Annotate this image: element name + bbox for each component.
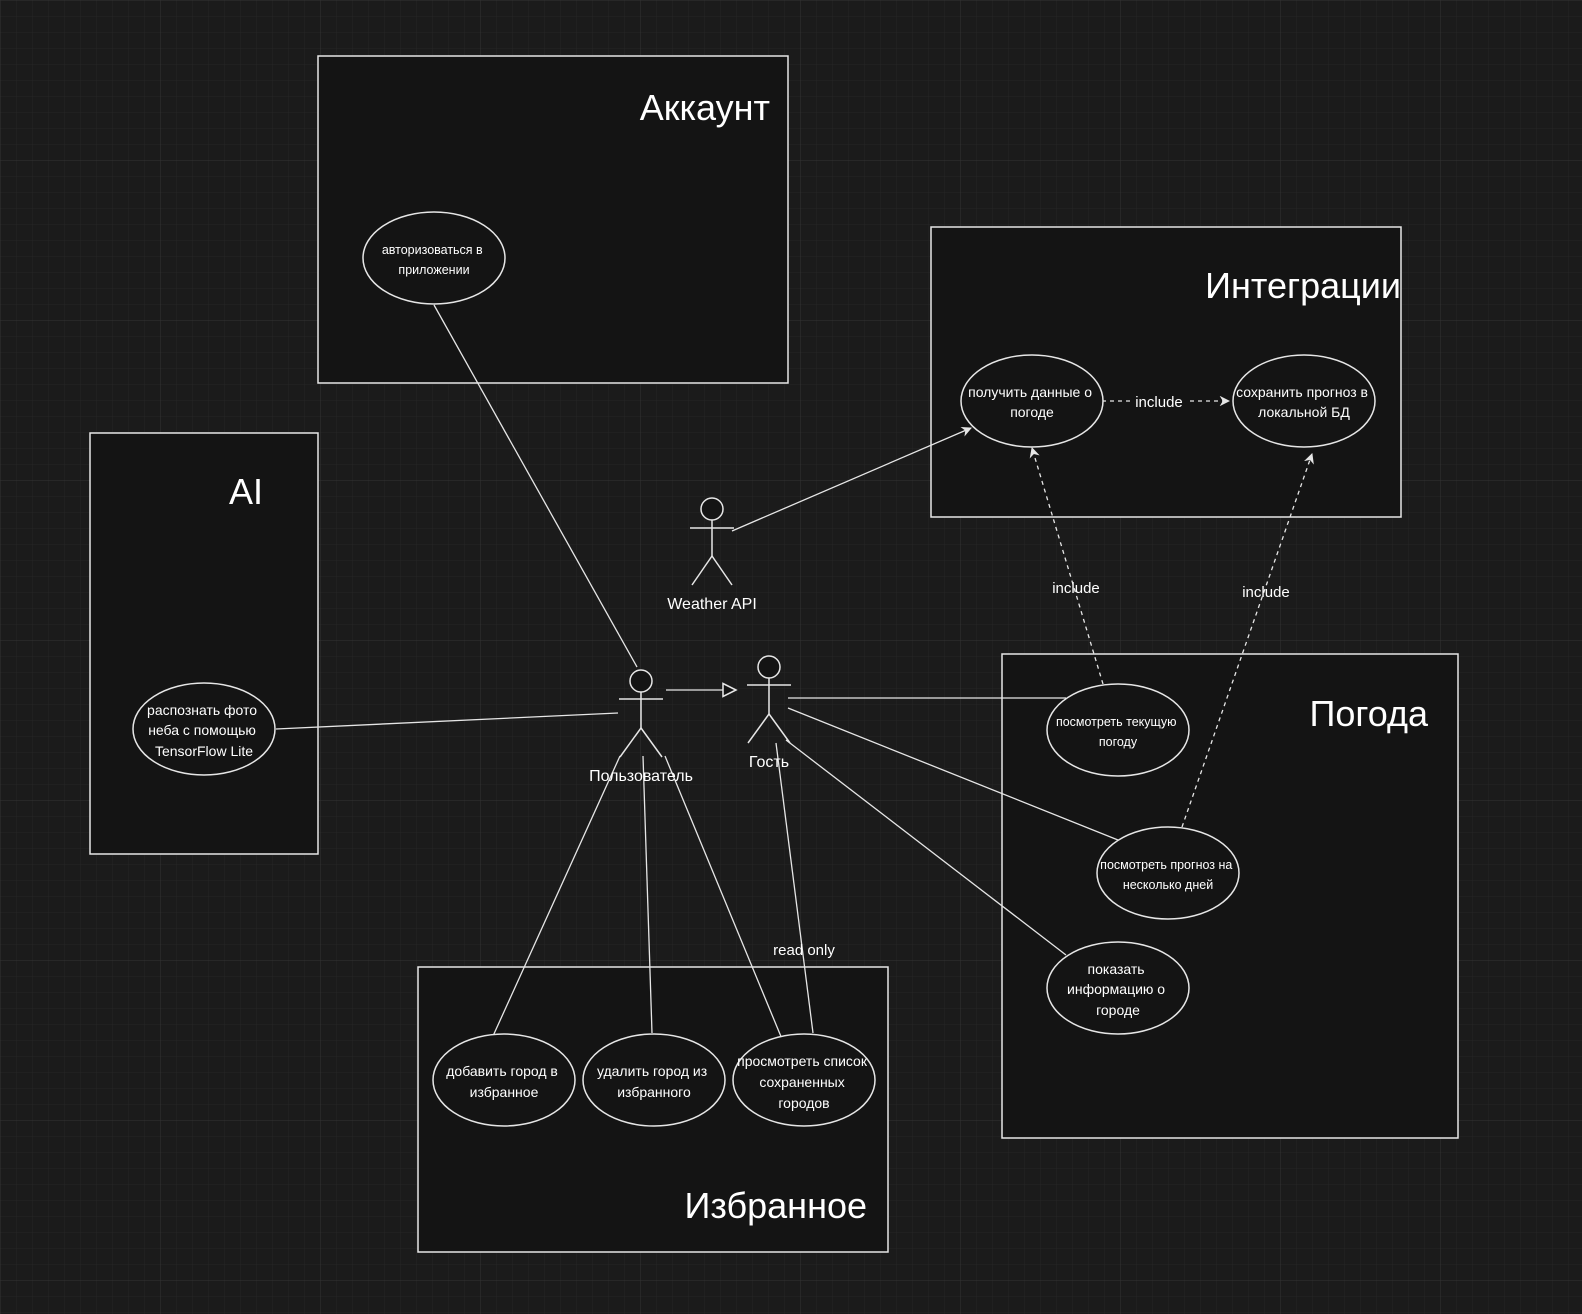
- use-case-remove-city-line-2: избранного: [617, 1084, 691, 1100]
- use-case-city-info[interactable]: показать информацию о городе: [1046, 941, 1190, 1035]
- box-ai-title: AI: [229, 471, 263, 512]
- edge-include-forecast[interactable]: [1181, 453, 1314, 828]
- svg-text:распознать фото неба с п: распознать фото неба с помощью TensorFlo…: [147, 702, 261, 759]
- svg-text:удалить город из избранн: удалить город из избранного: [597, 1063, 711, 1100]
- svg-text:добавить город в избранн: добавить город в избранное: [446, 1063, 562, 1100]
- box-integrations-title: Интеграции: [1205, 265, 1401, 306]
- box-account[interactable]: Аккаунт: [317, 55, 789, 384]
- use-case-current-weather[interactable]: посмотреть текущую погоду: [1046, 683, 1190, 777]
- actor-weather-api-label: Weather API: [667, 596, 757, 613]
- svg-text:сохранить прогноз в лока: сохранить прогноз в локальной БД: [1236, 384, 1372, 420]
- edge-user-addcity[interactable]: [492, 755, 621, 1037]
- use-case-get-weather-line-1: получить данные о: [968, 384, 1092, 400]
- use-case-auth[interactable]: авторизоваться в приложении: [362, 211, 506, 305]
- use-case-recognize-line-1: распознать фото: [147, 702, 257, 718]
- use-case-recognize-photo[interactable]: распознать фото неба с помощью TensorFlo…: [132, 682, 276, 776]
- box-account-title: Аккаунт: [640, 87, 770, 128]
- actor-weather-api-icon: [690, 497, 734, 586]
- connectors: [275, 304, 1314, 1040]
- edge-labels: include include include read only: [773, 393, 1290, 959]
- use-case-current-weather-line-1: посмотреть текущую: [1056, 715, 1177, 729]
- svg-text:посмотреть текущую погод: посмотреть текущую погоду: [1056, 715, 1180, 749]
- box-weather-title: Погода: [1310, 693, 1429, 734]
- svg-text:просмотреть список сохра: просмотреть список сохраненных городов: [737, 1053, 871, 1111]
- edge-guest-cityinfo[interactable]: [785, 739, 1067, 956]
- label-include-forecast: include: [1242, 584, 1290, 601]
- use-case-city-info-line-1: показать: [1088, 961, 1145, 977]
- use-case-forecast-line-2: несколько дней: [1123, 878, 1213, 892]
- edge-guest-viewsaved[interactable]: [775, 742, 814, 1034]
- use-case-view-saved[interactable]: просмотреть список сохраненных городов: [732, 1033, 876, 1127]
- use-case-view-saved-line-1: просмотреть список: [737, 1053, 868, 1069]
- actor-user-label: Пользователь: [589, 768, 693, 785]
- actor-guest-label: Гость: [749, 754, 789, 771]
- svg-text:показать информацию о: показать информацию о городе: [1067, 961, 1169, 1018]
- use-case-add-city-line-1: добавить город в: [446, 1063, 558, 1079]
- use-case-auth-line-1: авторизоваться в: [382, 243, 483, 257]
- edge-user-removecity[interactable]: [642, 755, 653, 1034]
- box-favorites-title: Избранное: [685, 1185, 867, 1226]
- actor-user-icon: [619, 669, 663, 758]
- label-include-current: include: [1052, 580, 1100, 597]
- edge-user-recognize[interactable]: [275, 712, 619, 730]
- use-case-recognize-line-2: неба с помощью: [148, 722, 256, 738]
- svg-text:авторизоваться в приложе: авторизоваться в приложении: [382, 243, 486, 277]
- edge-user-viewsaved[interactable]: [664, 755, 783, 1040]
- use-case-get-weather[interactable]: получить данные о погоде: [960, 354, 1104, 448]
- svg-text:получить данные о погоде: получить данные о погоде: [968, 384, 1096, 420]
- label-read-only: read only: [773, 942, 835, 959]
- box-ai[interactable]: AI: [89, 432, 319, 855]
- use-case-save-forecast-line-2: локальной БД: [1258, 404, 1350, 420]
- edge-guest-forecast[interactable]: [787, 707, 1119, 841]
- svg-text:посмотреть прогноз на не: посмотреть прогноз на несколько дней: [1100, 858, 1236, 892]
- use-case-current-weather-line-2: погоду: [1099, 735, 1138, 749]
- use-case-remove-city-line-1: удалить город из: [597, 1063, 707, 1079]
- use-case-save-forecast-line-1: сохранить прогноз в: [1236, 384, 1368, 400]
- edge-user-auth[interactable]: [433, 304, 638, 668]
- use-case-remove-city[interactable]: удалить город из избранного: [582, 1033, 726, 1127]
- edge-weatherapi-getweather[interactable]: [731, 426, 972, 532]
- use-case-save-forecast[interactable]: сохранить прогноз в локальной БД: [1232, 354, 1376, 448]
- label-include-top: include: [1135, 394, 1183, 411]
- use-case-view-saved-line-3: городов: [778, 1095, 829, 1111]
- use-case-view-saved-line-2: сохраненных: [759, 1074, 844, 1090]
- use-case-recognize-line-3: TensorFlow Lite: [155, 743, 253, 759]
- use-case-forecast-line-1: посмотреть прогноз на: [1100, 858, 1232, 872]
- actor-user[interactable]: Пользователь: [589, 669, 693, 785]
- actor-guest-icon: [747, 655, 791, 744]
- actor-guest[interactable]: Гость: [747, 655, 791, 771]
- use-case-city-info-line-3: городе: [1096, 1002, 1140, 1018]
- actor-weather-api[interactable]: Weather API: [667, 497, 757, 613]
- use-case-add-city[interactable]: добавить город в избранное: [432, 1033, 576, 1127]
- use-case-get-weather-line-2: погоде: [1010, 404, 1054, 420]
- use-case-auth-line-2: приложении: [398, 263, 469, 277]
- edge-include-current[interactable]: [1029, 447, 1104, 685]
- use-case-city-info-line-2: информацию о: [1067, 981, 1165, 997]
- use-case-forecast-days[interactable]: посмотреть прогноз на несколько дней: [1096, 826, 1240, 920]
- use-case-add-city-line-2: избранное: [470, 1084, 539, 1100]
